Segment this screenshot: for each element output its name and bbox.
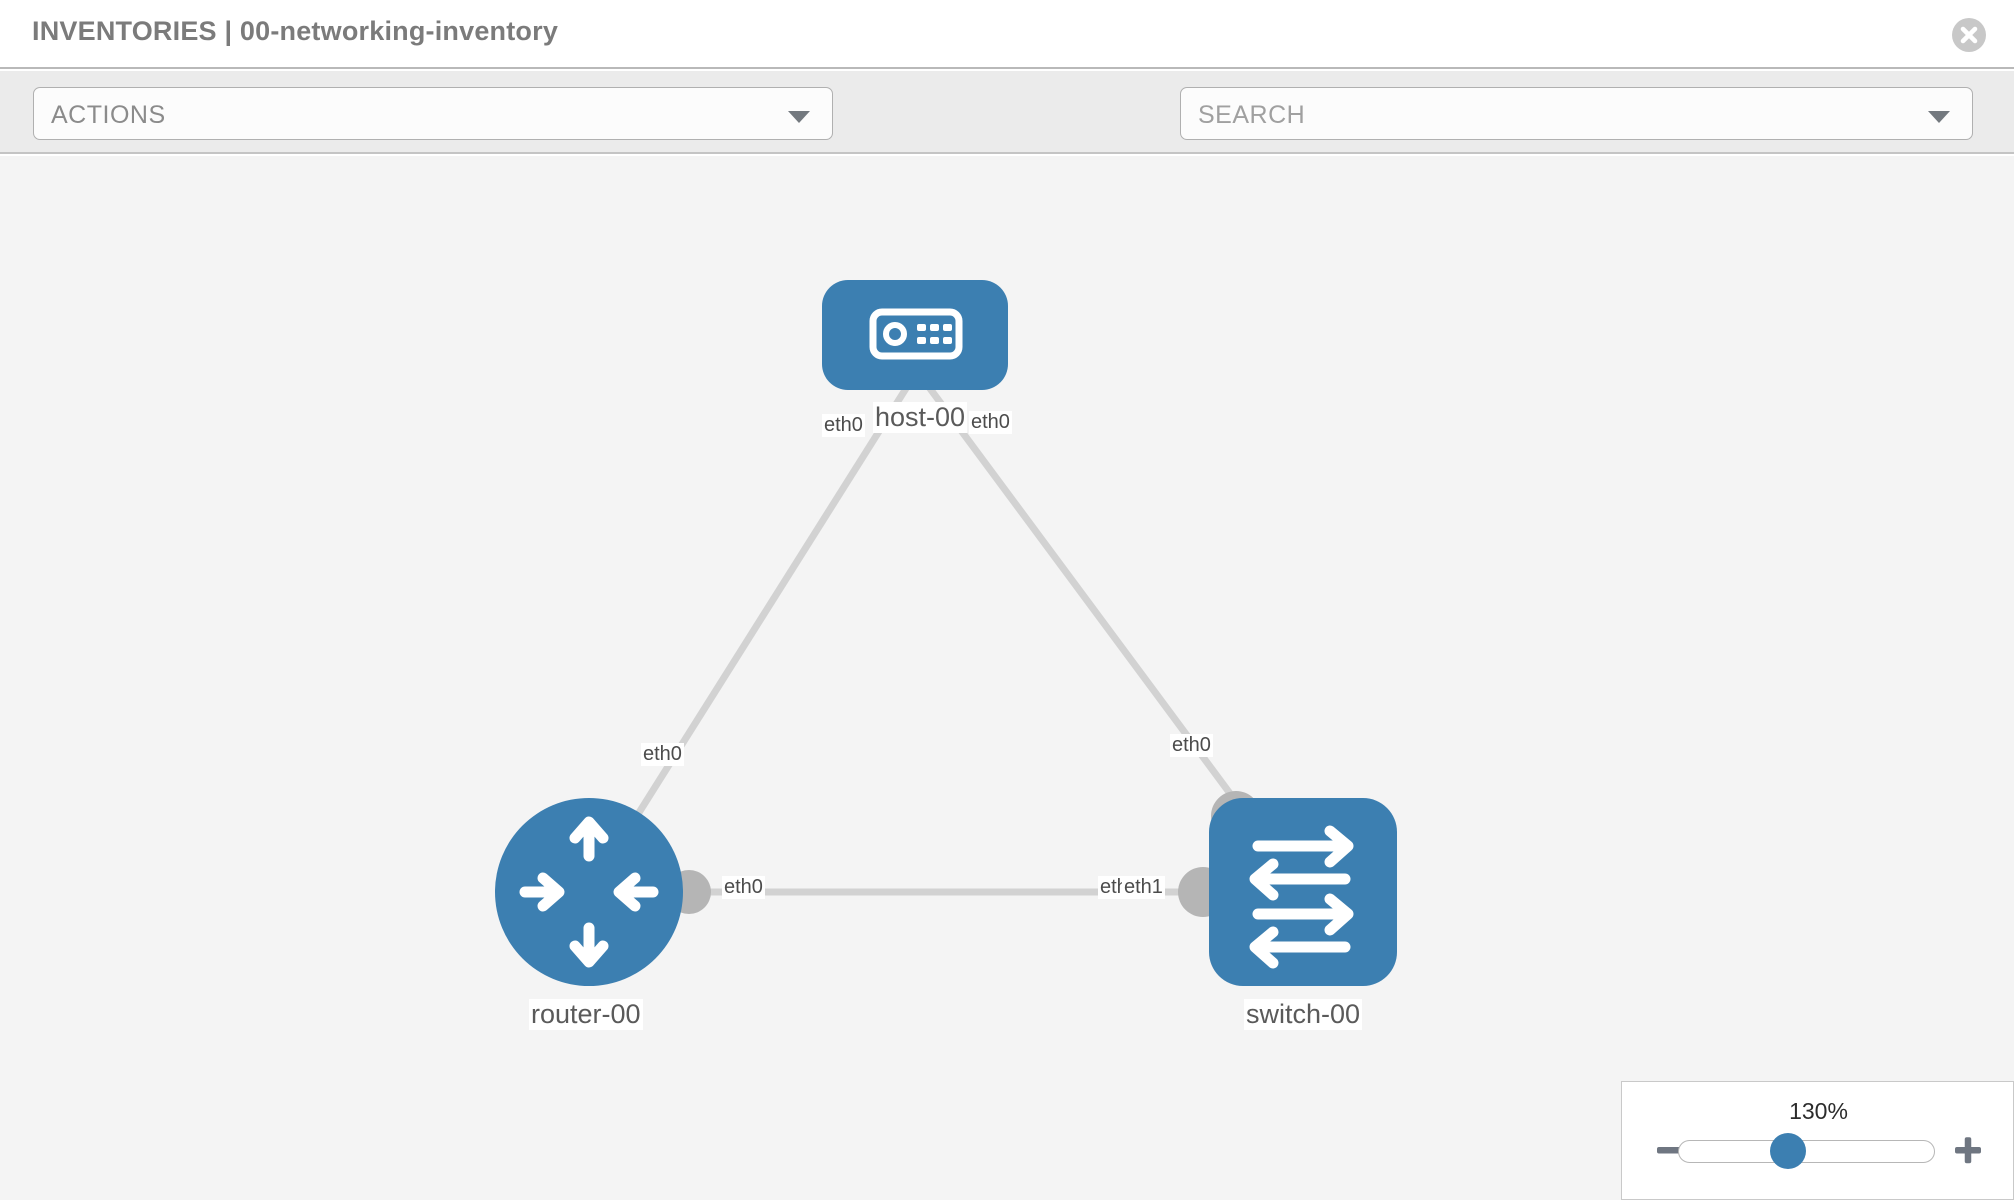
zoom-slider-thumb[interactable] (1770, 1133, 1806, 1169)
zoom-slider-track[interactable] (1678, 1140, 1935, 1163)
port-label: eth0 (722, 876, 765, 899)
node-label-host-00: host-00 (873, 402, 968, 434)
server-appliance-icon (869, 308, 963, 360)
switch-arrows-icon (1249, 825, 1354, 969)
port-label: eth0 (641, 743, 684, 766)
search-placeholder: SEARCH (1198, 101, 1306, 129)
toolbar: ACTIONS SEARCH (0, 71, 2014, 199)
link-host-router (586, 369, 920, 894)
chevron-down-icon (788, 111, 810, 123)
node-router-00[interactable] (495, 798, 683, 986)
zoom-percent-label: 130% (1789, 1098, 1848, 1124)
node-host-00[interactable] (822, 280, 1008, 390)
actions-dropdown-label: ACTIONS (51, 101, 166, 129)
minus-icon[interactable] (1652, 1132, 1688, 1168)
plus-icon[interactable] (1950, 1132, 1986, 1168)
port-label: eth0 (822, 414, 865, 437)
topology-graph (495, 280, 1397, 986)
page-header: INVENTORIES | 00-networking-inventory (0, 0, 2014, 69)
zoom-control-panel: 130% (1621, 1081, 2014, 1200)
port-label: eth1 (1122, 876, 1165, 899)
search-input[interactable]: SEARCH (1180, 87, 1973, 140)
node-label-router-00: router-00 (529, 999, 643, 1031)
page-title: INVENTORIES | 00-networking-inventory (32, 16, 559, 46)
node-label-switch-00: switch-00 (1244, 999, 1363, 1031)
router-arrows-icon (519, 816, 659, 968)
topology-links (586, 368, 1306, 896)
port-label: eth0 (1170, 734, 1213, 757)
topology-canvas[interactable]: host-00 router-00 switch-00 eth0 eth0 et… (0, 156, 2014, 1200)
port-label: eth0 (969, 411, 1012, 434)
close-icon[interactable] (1952, 18, 1986, 52)
actions-dropdown[interactable]: ACTIONS (33, 87, 833, 140)
node-switch-00[interactable] (1209, 798, 1397, 986)
chevron-down-icon (1928, 111, 1950, 123)
